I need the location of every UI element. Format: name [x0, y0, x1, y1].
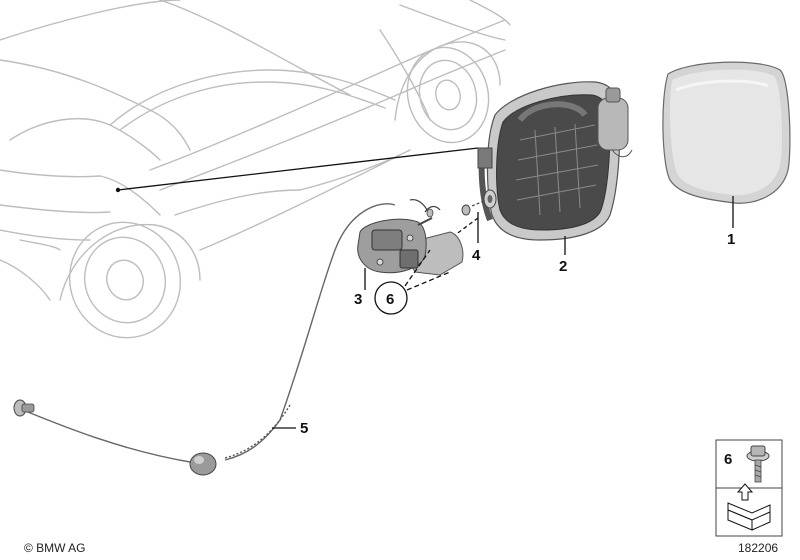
location-leader-line: [115, 147, 479, 193]
legend-number: 6: [724, 451, 732, 468]
part-2-filler-housing: [477, 81, 633, 241]
part-3-actuator: [357, 205, 464, 276]
callout-1-label: 1: [727, 231, 735, 248]
callout-4: 4: [454, 212, 481, 264]
copyright-text: © BMW AG: [24, 541, 86, 555]
callout-2: 2: [559, 236, 567, 275]
part-1-fuel-filler-flap: [662, 61, 791, 204]
diagram-number: 182206: [738, 541, 778, 555]
callout-3: 3: [354, 268, 366, 308]
callout-6: 6: [374, 249, 451, 315]
callout-2-label: 2: [559, 258, 567, 275]
screw-icon: [746, 445, 770, 483]
callout-1: 1: [727, 196, 735, 248]
callout-4-label: 4: [472, 247, 481, 264]
part-4-grommet: [461, 189, 497, 216]
part-5-release-cable: [13, 199, 434, 476]
callout-6-label: 6: [386, 291, 394, 308]
callout-5-label: 5: [300, 420, 308, 437]
bracket-arrow-icon: [727, 483, 771, 531]
legend-box: 6: [715, 439, 783, 537]
callout-5: 5: [272, 420, 308, 437]
car-outline-illustration: [0, 0, 511, 339]
callout-3-label: 3: [354, 291, 362, 308]
